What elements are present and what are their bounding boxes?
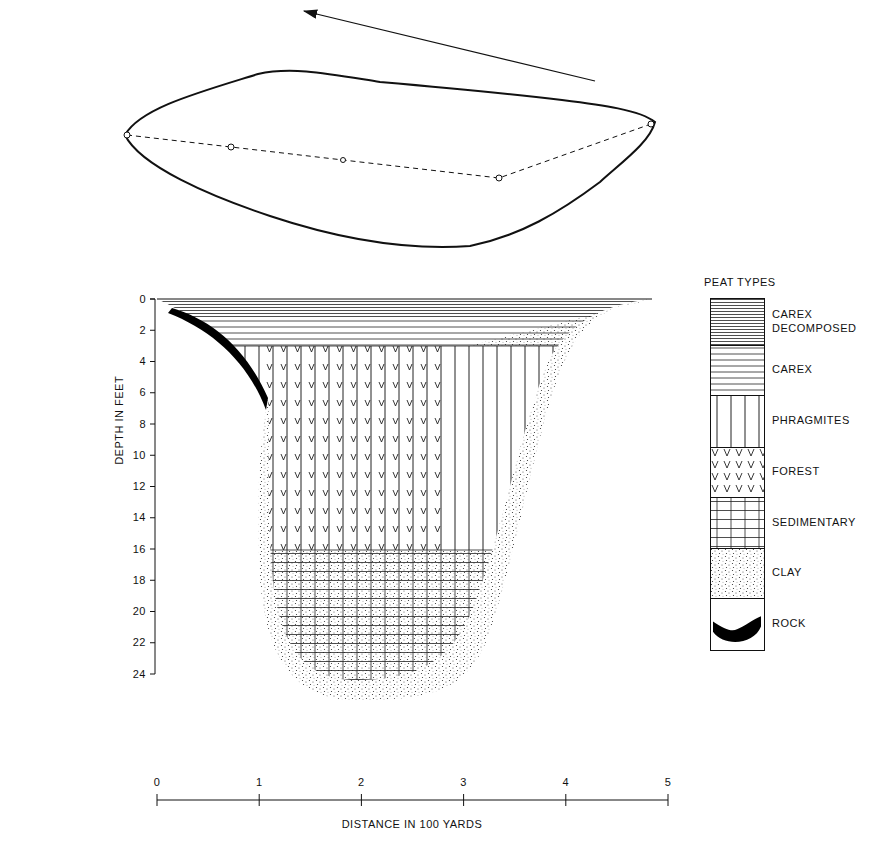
legend-label: CAREX DECOMPOSED bbox=[772, 308, 868, 334]
distance-tick-label: 4 bbox=[562, 776, 569, 789]
legend-label: CAREX bbox=[772, 363, 868, 376]
legend-swatch bbox=[710, 298, 766, 347]
depth-tick-label: 10 bbox=[133, 449, 146, 462]
legend-swatch bbox=[710, 598, 766, 652]
axis-title: DISTANCE IN 100 YARDS bbox=[342, 818, 483, 831]
depth-tick-label: 22 bbox=[133, 636, 146, 649]
direction-arrow bbox=[304, 11, 595, 81]
rock-layer bbox=[168, 308, 268, 410]
legend-label: FOREST bbox=[772, 465, 868, 478]
legend-label: CLAY bbox=[772, 566, 868, 579]
legend-swatch bbox=[710, 395, 766, 449]
peat-layers bbox=[150, 299, 660, 690]
distance-ticks bbox=[157, 794, 668, 806]
depth-tick-label: 14 bbox=[133, 511, 146, 524]
legend-label: SEDIMENTARY bbox=[772, 516, 868, 529]
legend-swatch bbox=[710, 345, 766, 397]
legend-title: PEAT TYPES bbox=[704, 276, 776, 289]
legend-swatch bbox=[710, 447, 766, 499]
depth-tick-label: 16 bbox=[133, 543, 146, 556]
depth-axis bbox=[150, 299, 155, 674]
axis-title: DEPTH IN FEET bbox=[114, 375, 127, 464]
legend-swatch bbox=[710, 497, 766, 550]
distance-tick-label: 2 bbox=[358, 776, 365, 789]
legend-label: PHRAGMITES bbox=[772, 414, 868, 427]
distance-scale bbox=[157, 800, 668, 801]
depth-tick-label: 6 bbox=[139, 386, 146, 399]
legend-swatch bbox=[710, 548, 766, 600]
boring-points bbox=[124, 121, 654, 181]
distance-tick-label: 0 bbox=[154, 776, 161, 789]
depth-tick-label: 4 bbox=[139, 355, 146, 368]
distance-tick-label: 3 bbox=[460, 776, 467, 789]
bog-plan-outline bbox=[125, 71, 655, 247]
depth-ticks bbox=[150, 299, 155, 674]
distance-tick-label: 5 bbox=[665, 776, 672, 789]
distance-tick-label: 1 bbox=[256, 776, 263, 789]
depth-tick-label: 18 bbox=[133, 574, 146, 587]
legend-label: ROCK bbox=[772, 617, 868, 630]
depth-tick-label: 8 bbox=[139, 418, 146, 431]
depth-tick-label: 12 bbox=[133, 480, 146, 493]
transect-line bbox=[127, 124, 651, 178]
depth-tick-label: 20 bbox=[133, 605, 146, 618]
depth-tick-label: 0 bbox=[139, 293, 146, 306]
depth-tick-label: 24 bbox=[133, 668, 146, 681]
depth-tick-label: 2 bbox=[139, 324, 146, 337]
